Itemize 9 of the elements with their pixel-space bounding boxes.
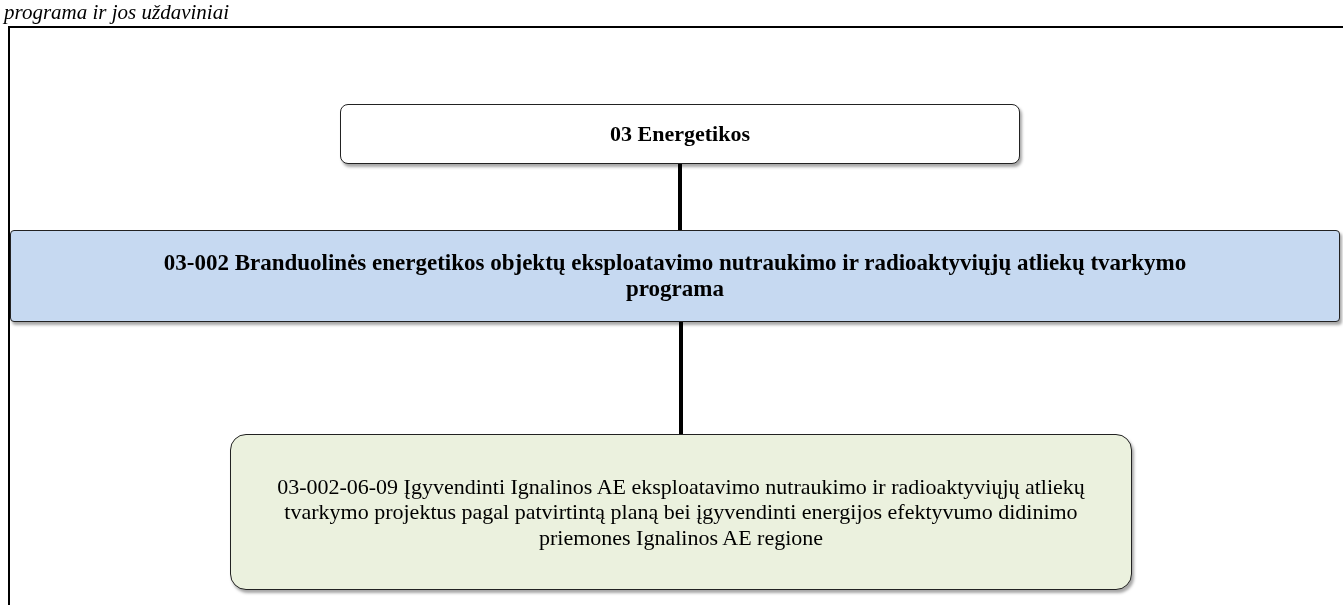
connector-line: [679, 322, 683, 434]
process-box: [230, 434, 1132, 590]
box-label: 03-002-06-09 Įgyvendinti Ignalinos AE eksploatavimo nutraukimo ir radioaktyviųjų atliekų tvarkymo projektus pagal patvirtintą planą bei įgyvendinti energijos efektyvumo didinimo priemones Ignalinos AE regione: [276, 474, 1086, 550]
box-label: 03 Energetikos: [610, 121, 750, 147]
process-box: [340, 104, 1020, 164]
connector-line: [678, 164, 682, 230]
process-box: [10, 230, 1340, 322]
box-label: 03-002 Branduolinės energetikos objektų eksploatavimo nutraukimo ir radioaktyviųjų atliekų tvarkymo programa: [162, 249, 1188, 303]
heading: programa ir jos uždaviniai: [4, 0, 229, 24]
